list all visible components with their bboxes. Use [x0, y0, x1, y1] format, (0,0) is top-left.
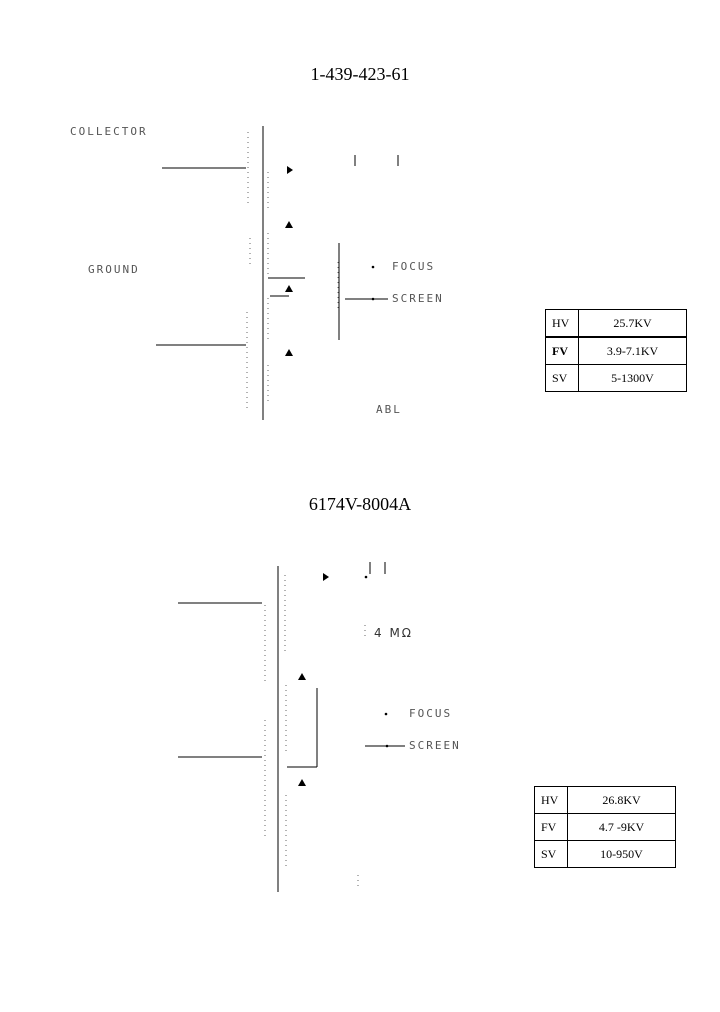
label-resistance: 4 MΩ — [374, 626, 413, 640]
label-focus: FOCUS — [392, 260, 436, 273]
spec-key: HV — [545, 309, 579, 338]
arrow-right-icon — [323, 573, 329, 581]
diode-triangle-icon — [298, 779, 306, 786]
label-ground: GROUND — [88, 263, 140, 276]
spec-value: 4.7 -9KV — [567, 813, 676, 841]
spec-value: 10-950V — [567, 840, 676, 868]
label-screen: SCREEN — [392, 292, 444, 305]
coil-windings — [264, 575, 366, 890]
diode-triangle-icon — [298, 673, 306, 680]
spec-value: 5-1300V — [578, 364, 687, 392]
coil-windings — [246, 132, 339, 410]
spec-value: 25.7KV — [578, 309, 687, 338]
diode-triangle-icon — [285, 285, 293, 292]
diagram2-title: 6174V-8004A — [308, 494, 412, 514]
spec-key: SV — [545, 364, 579, 392]
label-focus: FOCUS — [409, 707, 453, 720]
spec-value: 3.9-7.1KV — [578, 336, 687, 365]
spec-value: 26.8KV — [567, 786, 676, 814]
diode-triangle-icon — [285, 349, 293, 356]
spec-key: HV — [534, 786, 568, 814]
label-collector: COLLECTOR — [70, 125, 148, 138]
label-abl: ABL — [376, 403, 402, 416]
spec-key: FV — [534, 813, 568, 841]
diagram1-title: 1-439-423-61 — [310, 64, 410, 84]
label-screen: SCREEN — [409, 739, 461, 752]
spec-key: SV — [534, 840, 568, 868]
arrow-right-icon — [287, 166, 293, 174]
spec-key: FV — [545, 336, 579, 365]
diode-triangle-icon — [285, 221, 293, 228]
